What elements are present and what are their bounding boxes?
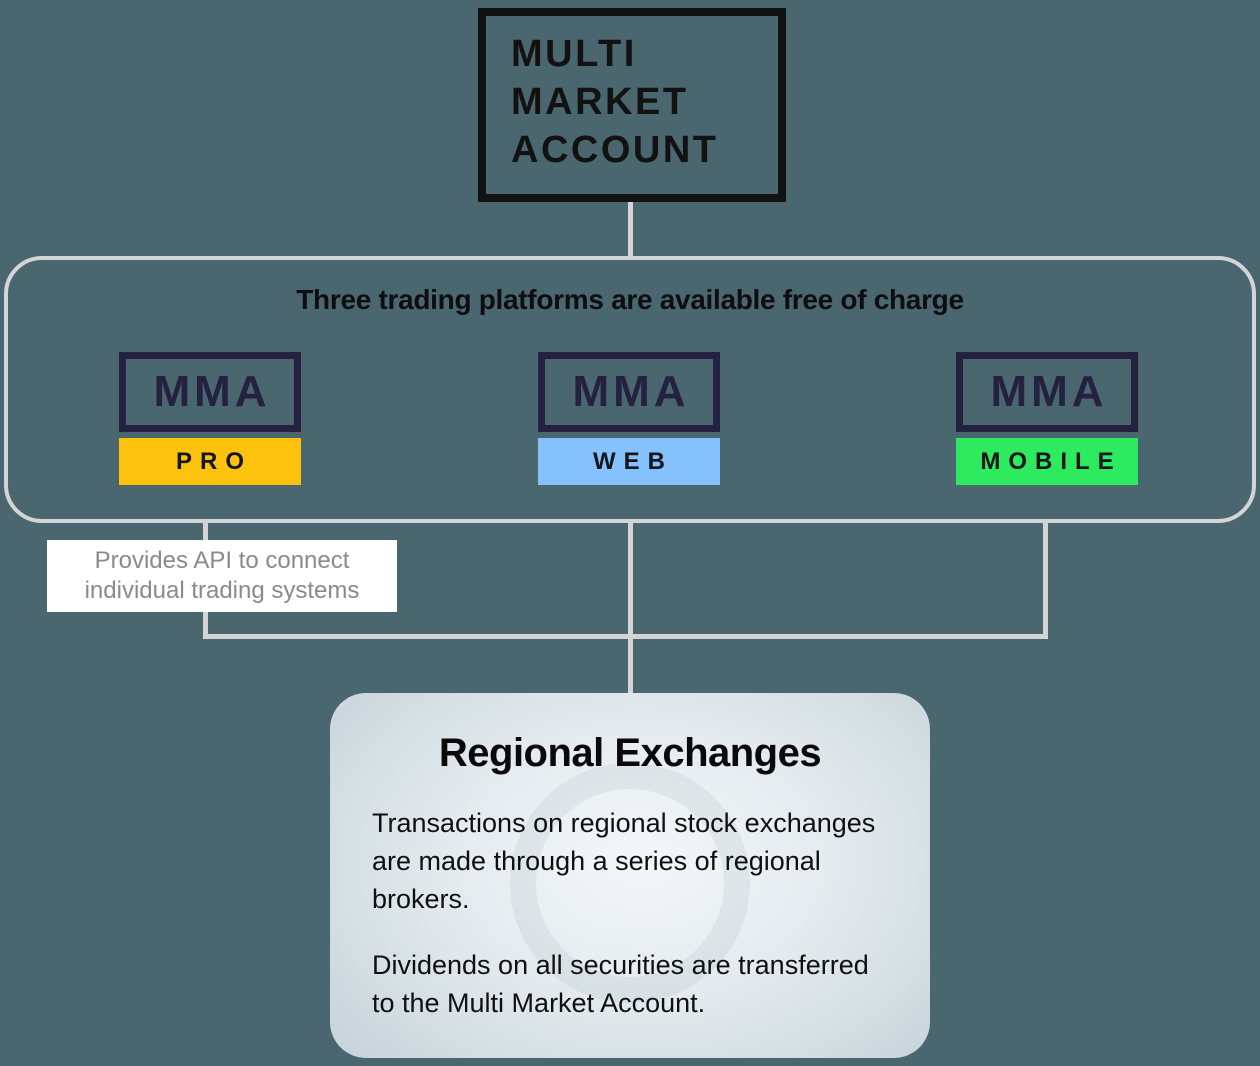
platform-pro: MMA PRO [119, 352, 301, 485]
platform-mobile: MMA MOBILE [956, 352, 1138, 485]
platform-label-mobile: MOBILE [980, 447, 1122, 475]
regional-exchanges-title: Regional Exchanges [438, 731, 822, 775]
platform-strip-pro: PRO [119, 438, 301, 485]
connector-to-regional [628, 637, 633, 693]
connector-mobile-down [1043, 521, 1048, 637]
mma-brand-text: MMA [153, 367, 271, 416]
platform-label-pro: PRO [175, 447, 252, 475]
regional-exchanges-card: Regional Exchanges Transactions on regio… [330, 693, 930, 1058]
regional-paragraph-transactions: Transactions on regional stock exchanges… [372, 808, 876, 914]
api-note: Provides API to connect individual tradi… [47, 540, 397, 612]
mma-brand-text: MMA [990, 367, 1108, 416]
logo-line-market: MARKET [511, 81, 689, 123]
regional-paragraph-dividends: Dividends on all securities are transfer… [372, 950, 869, 1018]
mma-logo-badge: MMA [538, 352, 720, 432]
platform-label-web: WEB [593, 447, 673, 475]
connector-horizontal-bus [203, 634, 1048, 639]
multi-market-account-logo: MULTI MARKET ACCOUNT [478, 8, 786, 202]
logo-line-account: ACCOUNT [511, 129, 719, 171]
platform-strip-mobile: MOBILE [956, 438, 1138, 485]
platform-strip-web: WEB [538, 438, 720, 485]
platform-web: MMA WEB [538, 352, 720, 485]
mma-brand-text: MMA [572, 367, 690, 416]
connector-logo-to-panel [628, 202, 633, 256]
connector-web-down [628, 521, 633, 637]
mma-logo-badge: MMA [956, 352, 1138, 432]
platforms-panel-title: Three trading platforms are available fr… [296, 284, 964, 315]
api-note-line-2: individual trading systems [84, 577, 360, 604]
logo-line-multi: MULTI [511, 33, 637, 75]
api-note-line-1: Provides API to connect [94, 547, 350, 574]
mma-logo-badge: MMA [119, 352, 301, 432]
